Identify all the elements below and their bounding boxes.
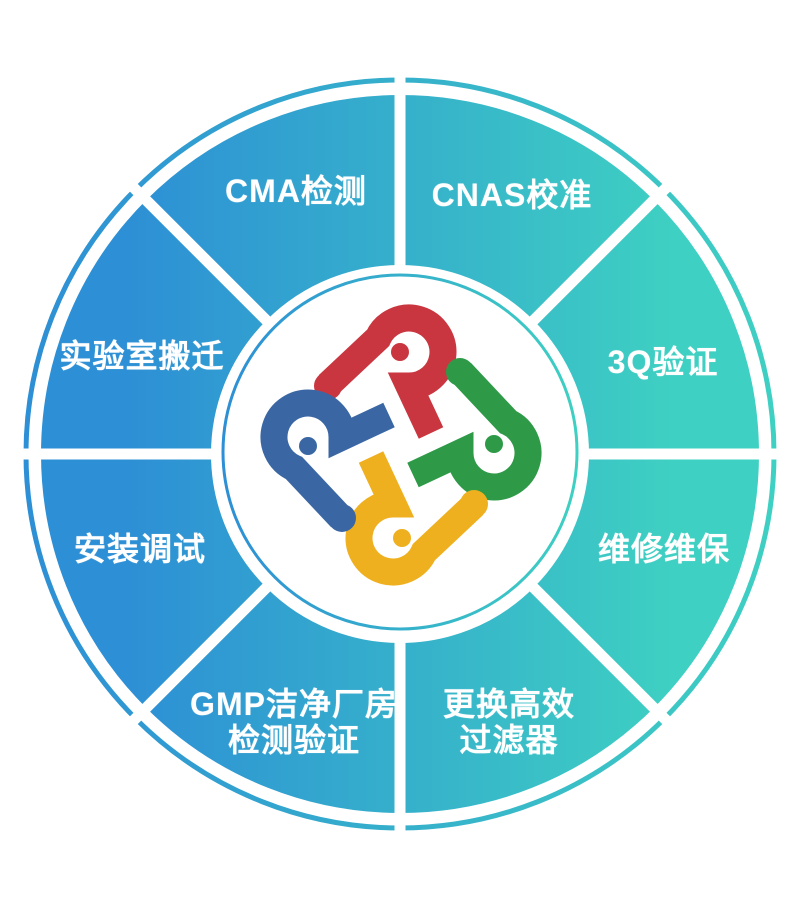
segment-label-shiyanshi-line1: 实验室搬迁 [59, 338, 225, 374]
logo-arm-blue-notch [299, 437, 317, 455]
segment-label-cnas: CNAS校准 [432, 177, 593, 213]
segment-label-gmp: GMP洁净厂房 检测验证 [190, 686, 398, 758]
segment-label-gmp-line2: 检测验证 [227, 722, 360, 758]
logo-arm-blue-foot [328, 504, 356, 532]
logo-arm-yellow [345, 451, 488, 586]
segment-label-genghuan-line2: 过滤器 [459, 722, 559, 758]
center-logo [260, 304, 542, 586]
logo-arm-blue [260, 389, 395, 532]
segment-label-cma: CMA检测 [225, 173, 367, 209]
logo-arm-blue-hook [260, 389, 395, 528]
segment-label-3q: 3Q验证 [608, 344, 719, 380]
segment-label-anzhuang-line1: 安装调试 [73, 531, 207, 567]
logo-arm-yellow-hook [345, 451, 484, 586]
segment-label-cma-line1: CMA检测 [225, 173, 367, 209]
segment-label-shiyanshi: 实验室搬迁 [59, 338, 224, 374]
segment-label-3q-line1: 3Q验证 [607, 344, 719, 380]
logo-arm-red-hook [318, 304, 457, 439]
wheel-center-circle [217, 271, 583, 637]
wheel-inner-ring [221, 273, 579, 631]
segment-label-cnas-line1: CNAS校准 [431, 177, 593, 213]
segment-label-anzhuang: 安装调试 [74, 531, 206, 567]
segment-label-gmp-line1: GMP洁净厂房 [190, 686, 398, 722]
logo-arm-green-foot [446, 358, 474, 386]
logo-arm-green-notch [485, 435, 503, 453]
segment-label-genghuan-line1: 更换高效 [442, 686, 576, 722]
logo-arm-yellow-foot [460, 490, 488, 518]
logo-arm-green-hook [407, 362, 542, 501]
segment-label-genghuan: 更换高效 过滤器 [443, 686, 575, 758]
segment-label-weixiu-line1: 维修维保 [597, 531, 731, 567]
logo-arm-red-notch [391, 343, 409, 361]
logo-arm-green [407, 358, 542, 501]
logo-arm-yellow-notch [393, 529, 411, 547]
segment-label-weixiu: 维修维保 [598, 531, 730, 567]
